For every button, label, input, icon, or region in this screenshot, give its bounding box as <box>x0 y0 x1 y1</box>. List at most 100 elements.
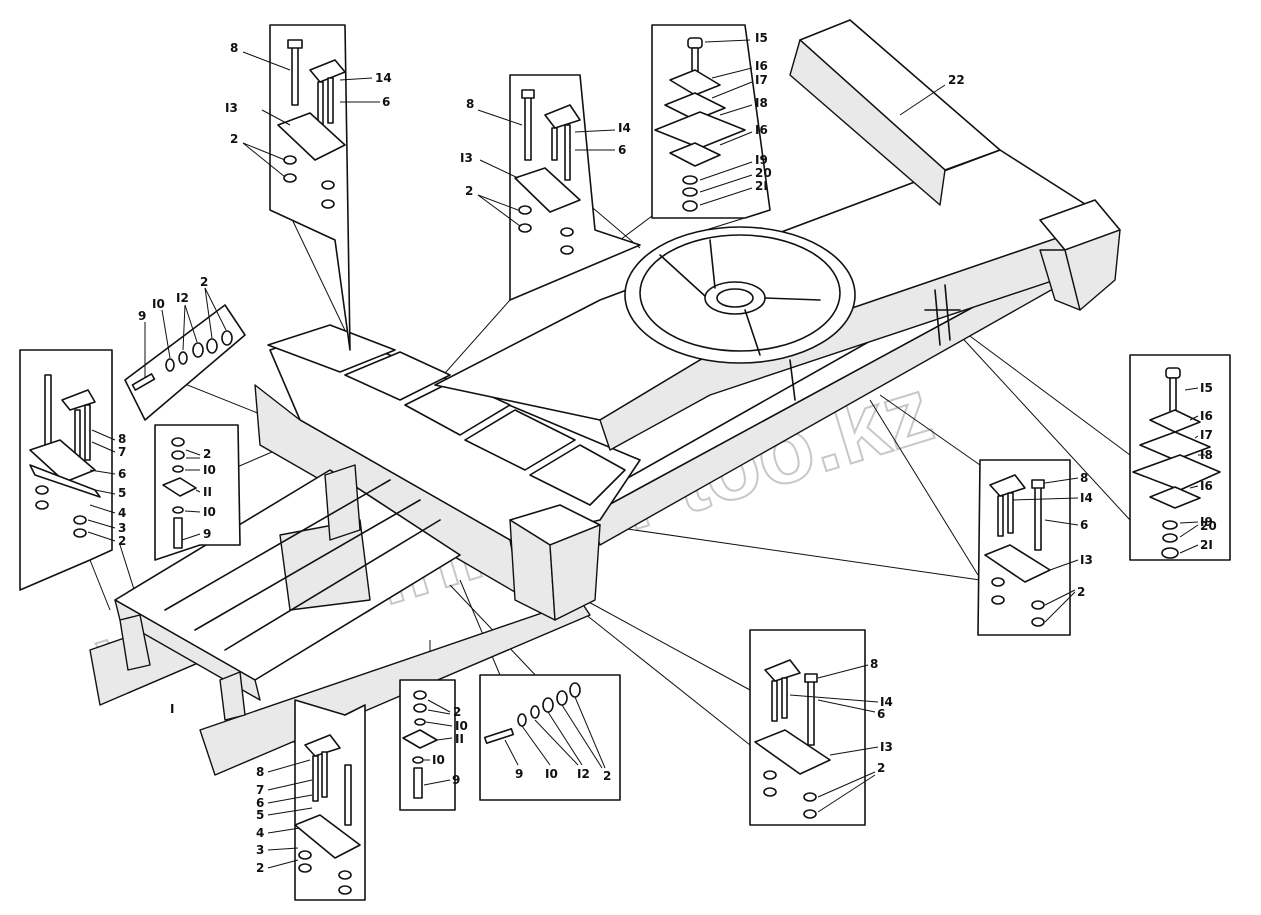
callout: 4 <box>256 826 264 840</box>
callout: I3 <box>880 740 893 754</box>
callout: 2 <box>230 132 238 146</box>
inset-left <box>19 349 116 591</box>
beam-slab-5 <box>529 444 626 506</box>
callout: 8 <box>256 765 264 779</box>
callout: 2 <box>200 275 208 289</box>
callout: I0 <box>432 753 445 767</box>
inset-bolt-strip-lower <box>479 674 621 801</box>
callout: 8 <box>230 41 238 55</box>
beam-slab-4 <box>464 409 576 471</box>
callout: I4 <box>880 695 893 709</box>
callout: I9 <box>755 153 768 167</box>
inset-lower-middle <box>399 679 456 811</box>
callout: I3 <box>1080 553 1093 567</box>
callout: I6 <box>1200 479 1213 493</box>
callout: II <box>455 732 464 746</box>
inset-left-middle <box>154 424 241 561</box>
callout: I3 <box>225 101 238 115</box>
rear-end-box-front <box>549 524 601 621</box>
callout: 6 <box>118 467 126 481</box>
callout: I6 <box>1200 409 1213 423</box>
callout: 3 <box>256 843 264 857</box>
callout: I2 <box>577 767 590 781</box>
front-crossmember-side <box>789 39 946 206</box>
callout: I7 <box>755 73 768 87</box>
callout: I6 <box>755 123 768 137</box>
callout: 5 <box>256 808 264 822</box>
callout: 8 <box>466 97 474 111</box>
subframe-side <box>114 599 261 701</box>
rail-brackets <box>789 284 961 401</box>
callout-labels: 8 14 I3 6 2 8 I3 I4 6 2 I5 I6 I7 I8 I6 I… <box>118 31 1217 875</box>
callout: I3 <box>460 151 473 165</box>
callout: I9 <box>1200 515 1213 529</box>
main-frame <box>89 19 1121 776</box>
callout: I8 <box>1200 448 1213 462</box>
leader-22 <box>899 84 946 116</box>
callout: 2 <box>118 534 126 548</box>
callout: 6 <box>1080 518 1088 532</box>
inset-right-middle <box>977 459 1079 636</box>
callout: 20 <box>755 166 772 180</box>
callout: I5 <box>755 31 768 45</box>
callout: 6 <box>877 707 885 721</box>
callout: I7 <box>1200 428 1213 442</box>
callout: 8 <box>1080 471 1088 485</box>
callout: I6 <box>755 59 768 73</box>
callout: I4 <box>618 121 631 135</box>
subframe-post-front <box>219 671 246 721</box>
callout: 6 <box>618 143 626 157</box>
callout: II <box>203 485 212 499</box>
inset-top-left <box>242 24 380 351</box>
callout: 6 <box>256 796 264 810</box>
subframe-post-left <box>119 614 151 671</box>
beam-slab-2 <box>344 351 451 401</box>
callout: 9 <box>452 773 460 787</box>
right-end-box-front <box>1064 229 1121 311</box>
callout: I0 <box>455 719 468 733</box>
callout: I0 <box>545 767 558 781</box>
callout: I2 <box>176 291 189 305</box>
callout: 2 <box>603 769 611 783</box>
beam-slab-1 <box>267 324 396 373</box>
callout: 6 <box>382 95 390 109</box>
subframe-crossmember <box>279 519 371 611</box>
callout: 4 <box>118 506 126 520</box>
callout: 22 <box>948 73 965 87</box>
inset-lower-right <box>749 629 879 826</box>
inset-bolt-strip-left <box>124 287 246 421</box>
callout: I8 <box>755 96 768 110</box>
callout: I0 <box>152 297 165 311</box>
callout: 2 <box>453 705 461 719</box>
turntable <box>624 226 856 364</box>
callout: 2 <box>1077 585 1085 599</box>
callout: I0 <box>203 463 216 477</box>
callout: 7 <box>256 783 264 797</box>
callout: I0 <box>203 505 216 519</box>
callout: 2 <box>465 184 473 198</box>
callout: I5 <box>1200 381 1213 395</box>
inset-lower-left <box>267 699 366 901</box>
callout: 20 <box>1200 519 1217 533</box>
inset-top-center <box>477 74 641 301</box>
callout: I <box>170 702 174 716</box>
callout: 2 <box>256 861 264 875</box>
callout: 8 <box>870 657 878 671</box>
callout: 5 <box>118 486 126 500</box>
subframe-post-rear <box>324 464 361 541</box>
callout: 3 <box>118 521 126 535</box>
subframe-rails <box>164 479 441 651</box>
callout: 2I <box>755 179 768 193</box>
callout: 9 <box>138 309 146 323</box>
inset-top-right <box>651 24 771 219</box>
callout: 14 <box>375 71 392 85</box>
callout: 7 <box>118 445 126 459</box>
callout: 2 <box>877 761 885 775</box>
callout: I4 <box>1080 491 1093 505</box>
callout: 8 <box>118 432 126 446</box>
inset-right-upper <box>1129 354 1231 561</box>
callout: 2 <box>203 447 211 461</box>
callout: 9 <box>515 767 523 781</box>
